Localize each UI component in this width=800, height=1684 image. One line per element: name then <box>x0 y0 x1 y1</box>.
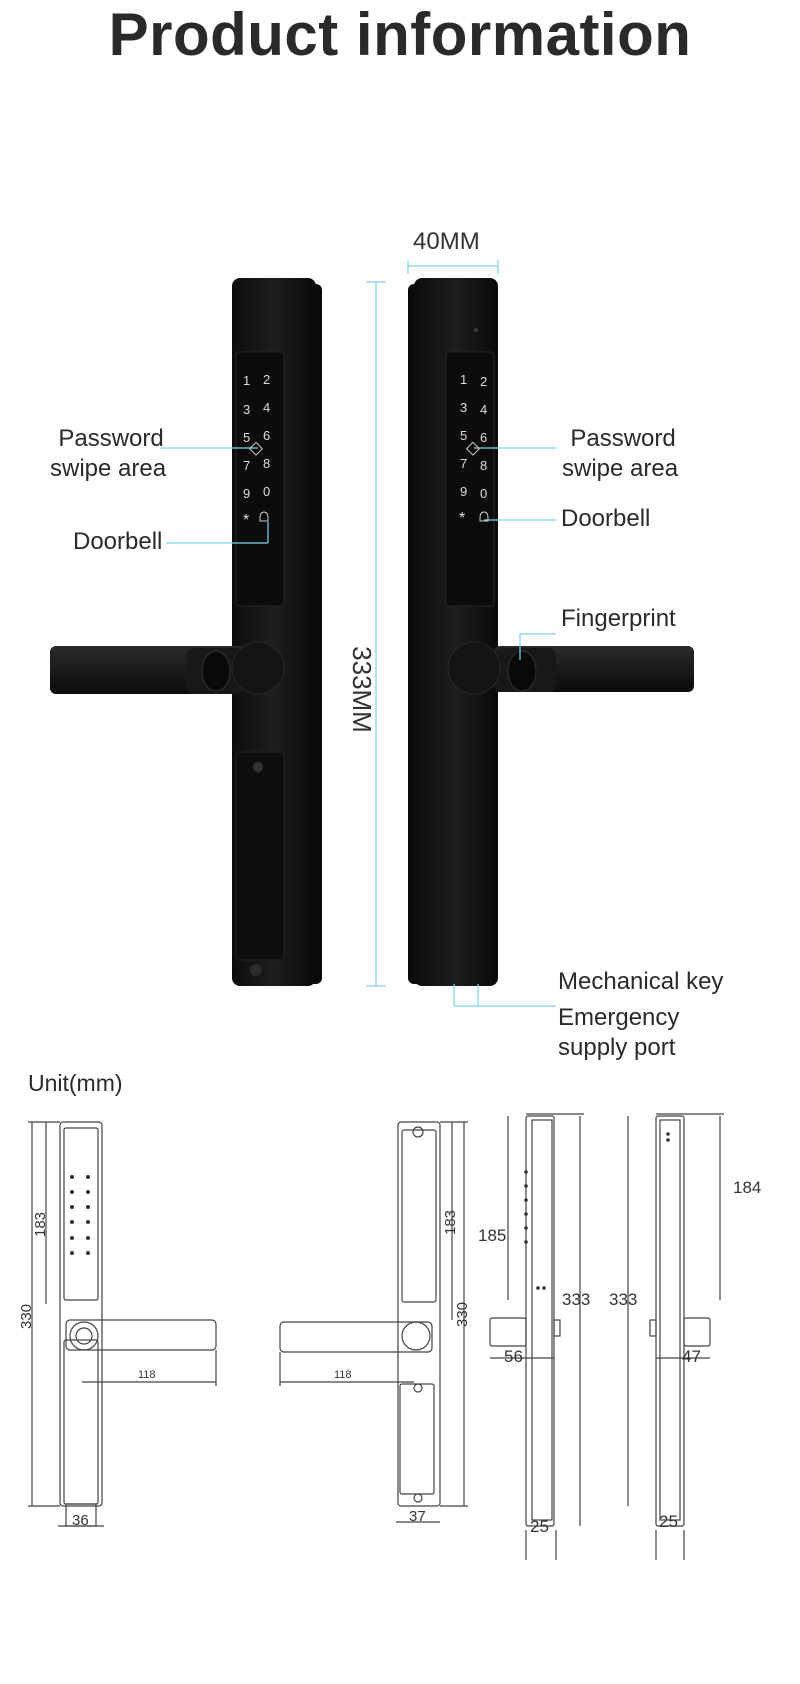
key: 8 <box>480 458 488 473</box>
key: 8 <box>263 456 271 471</box>
dim-side2-47: 47 <box>682 1347 701 1366</box>
key: * <box>459 510 466 527</box>
drawing-keypad-dots <box>70 1132 670 1290</box>
key: 9 <box>460 484 468 499</box>
callout-mechanical-key: Mechanical key <box>558 968 724 995</box>
dim-front-36: 36 <box>72 1512 89 1529</box>
dim-front-183: 183 <box>32 1211 50 1238</box>
key: 3 <box>460 400 468 415</box>
dim-side1-333: 333 <box>562 1290 591 1309</box>
dim-side2-184: 184 <box>733 1178 762 1197</box>
dimension-guides <box>160 260 556 1007</box>
dim-back-183: 183 <box>442 1209 460 1236</box>
callout-left-swipe: Password swipe area <box>50 424 166 484</box>
dim-back-37: 37 <box>409 1508 426 1525</box>
key: 2 <box>263 372 271 387</box>
callout-line: Password <box>58 425 164 452</box>
unit-label: Unit(mm) <box>28 1070 123 1096</box>
left-lock <box>50 278 322 986</box>
key: 3 <box>243 402 251 417</box>
key: * <box>243 512 250 529</box>
key: 6 <box>263 428 271 443</box>
dim-back-330: 330 <box>454 1301 472 1328</box>
key: 1 <box>243 373 251 388</box>
key: 7 <box>460 456 468 471</box>
callout-line: supply port <box>558 1034 676 1061</box>
right-lock <box>408 278 694 986</box>
dim-side2-25: 25 <box>659 1512 678 1531</box>
dim-back-118: 118 <box>334 1369 352 1381</box>
key: 0 <box>480 486 488 501</box>
key: 4 <box>480 402 488 417</box>
callout-right-swipe: Password swipe area <box>562 424 678 484</box>
dim-side2-333: 333 <box>609 1290 638 1309</box>
height-dimension: 333MM <box>346 646 377 733</box>
page-title: Product information <box>108 1 692 68</box>
key: 4 <box>263 400 271 415</box>
dim-side1-56: 56 <box>504 1347 523 1366</box>
key: 6 <box>480 430 488 445</box>
callout-fingerprint: Fingerprint <box>561 605 676 632</box>
keypad-icons <box>248 441 489 522</box>
dim-side1-185: 185 <box>478 1226 507 1245</box>
key: 2 <box>480 374 488 389</box>
callout-line: Emergency <box>558 1004 680 1031</box>
dim-side1-25: 25 <box>530 1517 549 1536</box>
callout-line: swipe area <box>562 455 679 482</box>
key: 0 <box>263 484 271 499</box>
key: 1 <box>460 372 468 387</box>
callout-line: Password <box>570 425 676 452</box>
key: 9 <box>243 486 251 501</box>
dim-front-118: 118 <box>138 1369 156 1381</box>
technical-drawings <box>28 1113 724 1560</box>
key: 5 <box>243 430 251 445</box>
key: 5 <box>460 428 468 443</box>
callout-left-doorbell: Doorbell <box>73 528 163 555</box>
width-dimension: 40MM <box>413 228 480 255</box>
key: 7 <box>243 458 251 473</box>
callout-line: swipe area <box>50 455 167 482</box>
callout-right-doorbell: Doorbell <box>561 505 651 532</box>
callout-emergency: Emergency supply port <box>558 1003 679 1063</box>
dim-front-330: 330 <box>18 1303 36 1330</box>
